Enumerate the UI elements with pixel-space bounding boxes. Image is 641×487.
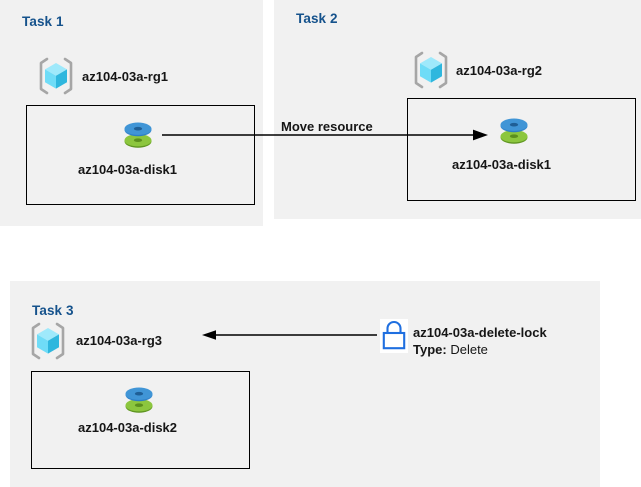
resource-group-label-rg1: az104-03a-rg1 [82, 69, 168, 84]
task-title-task2: Task 2 [296, 11, 338, 26]
managed-disk-icon [118, 114, 158, 154]
task-panel-task2 [274, 0, 641, 219]
lock-type-value: Delete [446, 342, 488, 357]
resource-group-icon [28, 321, 68, 361]
move-resource-arrow [162, 128, 492, 142]
resource-label-disk1-task1: az104-03a-disk1 [78, 162, 178, 177]
managed-disk-icon [494, 110, 534, 150]
task-title-task3: Task 3 [32, 303, 74, 318]
resource-group-boundary-rg2 [407, 98, 636, 201]
task-panel-task1 [0, 0, 263, 226]
resource-group-boundary-rg3 [31, 371, 250, 469]
resource-group-icon [411, 50, 451, 90]
resource-label-disk2-task3: az104-03a-disk2 [78, 420, 178, 435]
task-title-task1: Task 1 [22, 14, 64, 29]
lock-name-label: az104-03a-delete-lock [413, 325, 547, 340]
resource-group-label-rg2: az104-03a-rg2 [456, 63, 542, 78]
resource-label-disk1-task2: az104-03a-disk1 [452, 157, 552, 172]
resource-group-boundary-rg1 [26, 105, 255, 205]
move-resource-label: Move resource [281, 119, 373, 134]
resource-group-label-rg3: az104-03a-rg3 [76, 333, 162, 348]
lock-type-row: Type: Delete [413, 342, 488, 357]
resource-group-icon [36, 56, 76, 96]
lock-type-key: Type: [413, 342, 447, 357]
managed-disk-icon [119, 379, 159, 419]
apply-lock-arrow [202, 328, 377, 342]
task-panel-task3 [10, 281, 600, 487]
lock-icon [380, 319, 408, 353]
